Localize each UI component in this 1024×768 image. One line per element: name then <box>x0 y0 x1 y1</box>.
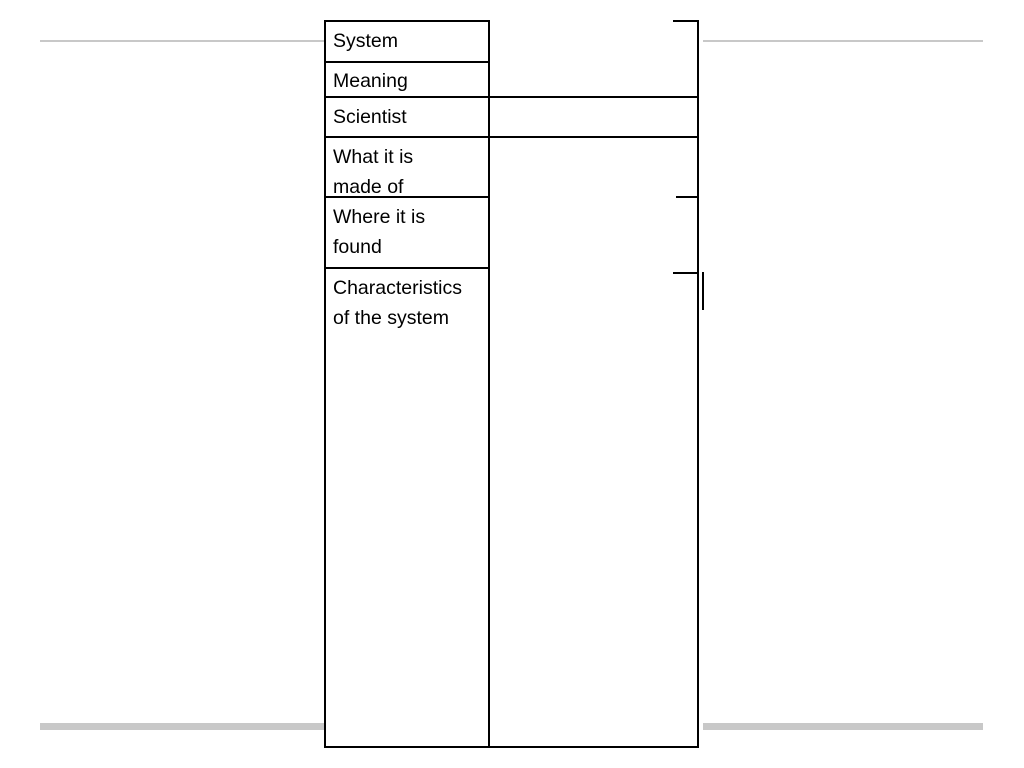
table-edge-stub-3 <box>673 272 699 274</box>
table-row-label-scientist: Scientist <box>333 106 407 128</box>
top-rule-left <box>40 40 324 42</box>
table-column-divider <box>488 20 490 748</box>
table-row-divider-3 <box>324 136 699 138</box>
bottom-rule-left <box>40 723 324 730</box>
table-row-divider-1 <box>324 61 490 63</box>
table-row-label-meaning: Meaning <box>333 70 408 92</box>
table-row-label-characteristics-of-the-system: Characteristics of the system <box>333 277 462 329</box>
table-row-label-system: System <box>333 30 399 52</box>
table-row-label-where-it-is-found: Where it is found <box>333 206 426 258</box>
table-row-divider-4 <box>324 196 490 198</box>
bottom-rule-right <box>703 723 983 730</box>
table-border-left <box>324 20 326 748</box>
table-border-top-left <box>324 20 490 22</box>
top-rule-right <box>703 40 983 42</box>
table-border-top-right <box>673 20 699 22</box>
table-row-divider-2 <box>324 96 699 98</box>
table-row-divider-5 <box>324 267 490 269</box>
table-edge-stub-vertical <box>702 272 704 310</box>
table-border-bottom <box>324 746 699 748</box>
table-row-label-what-it-is-made-of: What it is made of <box>333 146 414 198</box>
table-border-right <box>697 20 699 748</box>
table-edge-stub-1 <box>673 96 699 98</box>
system-comparison-table[interactable]: System Meaning Scientist What it is made… <box>324 20 704 748</box>
table-edge-stub-2 <box>676 196 699 198</box>
